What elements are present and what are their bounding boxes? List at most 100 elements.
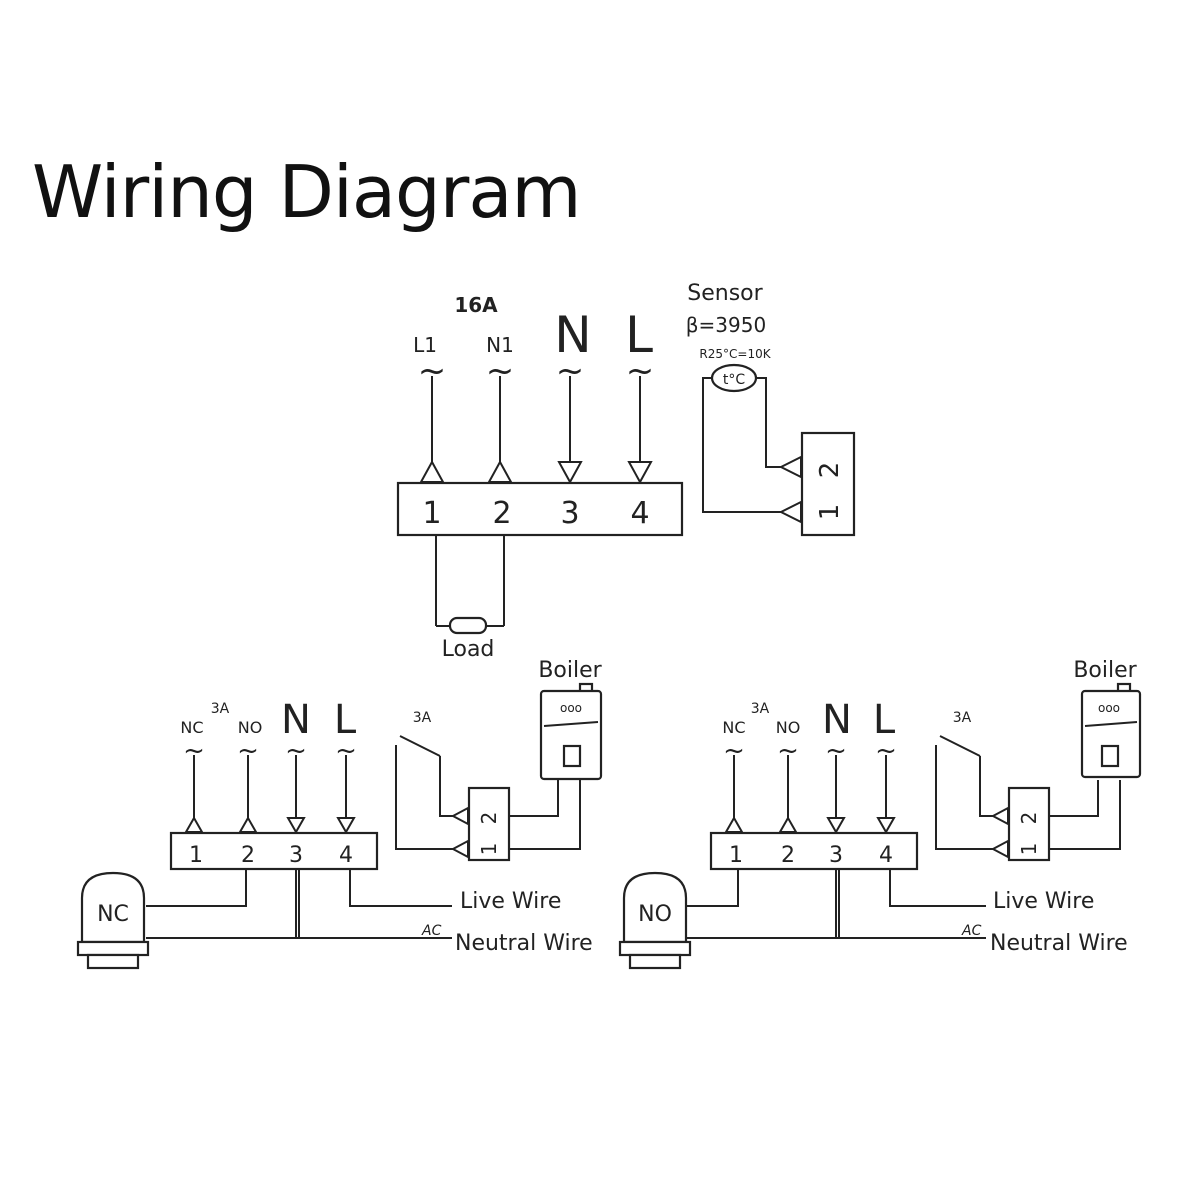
sensor-arrow-1 [778,500,802,524]
sensor-label: Sensor [687,281,763,306]
right-boiler-window [1100,744,1120,768]
right-live-wire-line [889,869,986,907]
main-terminal-2: 2 [492,496,511,531]
left-boiler-dots: ooo [560,701,582,715]
right-switch-blade [939,735,981,757]
sensor-terminal-2: 2 [815,462,845,479]
arrow-up-1 [419,459,445,483]
left-neutral-wire-label: Neutral Wire [455,931,593,956]
right-terminal-block [709,831,919,871]
left-input-nc: NC [180,718,203,737]
left-boiler-panel-line [543,721,599,727]
right-switch-wire-1 [935,745,996,850]
right-terminal-3: 3 [829,843,843,868]
right-tilde-4: ~ [875,736,897,766]
right-terminal-1: 1 [729,843,743,868]
main-input-label-n: N [554,306,591,364]
left-terminal-3: 3 [289,843,303,868]
right-tilde-1: ~ [723,736,745,766]
right-input-no: NO [776,718,801,737]
right-switch-wire-2 [979,756,996,817]
sensor-terminal-1: 1 [815,504,845,521]
right-tilde-3: ~ [825,736,847,766]
left-valve-base [76,940,150,957]
arrow-up-2 [487,459,513,483]
right-terminal-2: 2 [781,843,795,868]
sensor-terminal-block [800,431,856,537]
left-input-no: NO [238,718,263,737]
left-switch-wire-2 [439,756,456,817]
right-live-wire-label: Live Wire [993,889,1094,914]
right-neutral-wire-label: Neutral Wire [990,931,1128,956]
left-terminal-2: 2 [241,843,255,868]
left-switch-blade [399,735,441,757]
right-panel: 3A NC NO N L ~ ~ ~ ~ 1 2 3 4 Live Wire A… [618,658,1142,970]
sensor-beta-label: β=3950 [686,313,766,337]
right-boiler-label: Boiler [1073,658,1137,683]
left-terminal-4: 4 [339,843,353,868]
left-terminal-block [169,831,379,871]
right-input-l: L [873,697,896,743]
main-terminal-block [396,481,684,537]
left-valve-wire [146,869,247,907]
main-rating-label: 16A [454,293,498,317]
left-relay-rating: 3A [211,701,230,717]
right-ac-label: AC [961,923,982,939]
left-input-l: L [334,697,357,743]
left-boiler-window [562,744,582,768]
right-arrow-up-1 [724,815,744,833]
left-tilde-1: ~ [183,736,205,766]
load-label: Load [442,637,495,662]
main-input-label-l1: L1 [413,333,437,357]
left-live-wire-label: Live Wire [460,889,561,914]
left-boiler-arrow-2 [450,806,469,826]
sensor-resistance-label: R25°C=10K [699,347,771,361]
left-boiler-icon [539,689,603,781]
right-boiler-terminal-1: 1 [1017,843,1041,856]
right-switch-rating: 3A [953,710,972,726]
right-arrow-up-2 [778,815,798,833]
left-boiler-label: Boiler [538,658,602,683]
left-live-wire-line [349,869,452,907]
main-terminal-1: 1 [422,496,441,531]
main-terminal-4: 4 [630,496,649,531]
thermistor-symbol: t°C [723,372,745,388]
right-terminal-4: 4 [879,843,893,868]
right-boiler-arrow-2 [990,806,1009,826]
left-boiler-terminal-1: 1 [477,843,501,856]
left-boiler-wire-2 [509,780,559,817]
right-boiler-dots: ooo [1098,701,1120,715]
right-boiler-panel-line [1084,721,1138,727]
left-panel: 3A NC NO N L ~ ~ ~ ~ 1 2 3 4 Live Wire A… [76,658,603,970]
left-arrow-down-3 [286,817,306,835]
sensor-wire-1 [702,377,781,513]
left-boiler-arrow-1 [450,839,469,859]
right-valve-label: NO [638,902,672,927]
left-valve-actuator-icon [80,871,146,944]
arrow-down-4 [627,461,653,485]
left-arrow-down-4 [336,817,356,835]
main-input-label-n1: N1 [486,333,514,357]
left-ac-label: AC [421,923,442,939]
left-switch-wire-1 [395,745,456,850]
left-boiler-terminal-2: 2 [477,812,501,825]
right-boiler-terminal-block [1007,786,1051,862]
left-boiler-wire-1 [509,780,581,850]
load-element [448,616,488,635]
right-arrow-down-4 [876,817,896,835]
right-boiler-wire-2 [1049,780,1099,817]
right-boiler-icon [1080,689,1142,779]
sensor-wire-2 [756,377,781,468]
right-tilde-2: ~ [777,736,799,766]
main-terminal-3: 3 [560,496,579,531]
left-terminal-1: 1 [189,843,203,868]
right-valve-actuator-icon [622,871,688,944]
right-input-n: N [822,697,852,743]
left-tilde-4: ~ [335,736,357,766]
main-input-label-l: L [625,306,653,364]
right-arrow-down-3 [826,817,846,835]
right-boiler-arrow-1 [990,839,1009,859]
page-title: Wiring Diagram [32,150,582,234]
main-wiring: 16A L1 N1 N L ~ ~ ~ ~ 1 2 3 4 Load [396,293,684,662]
